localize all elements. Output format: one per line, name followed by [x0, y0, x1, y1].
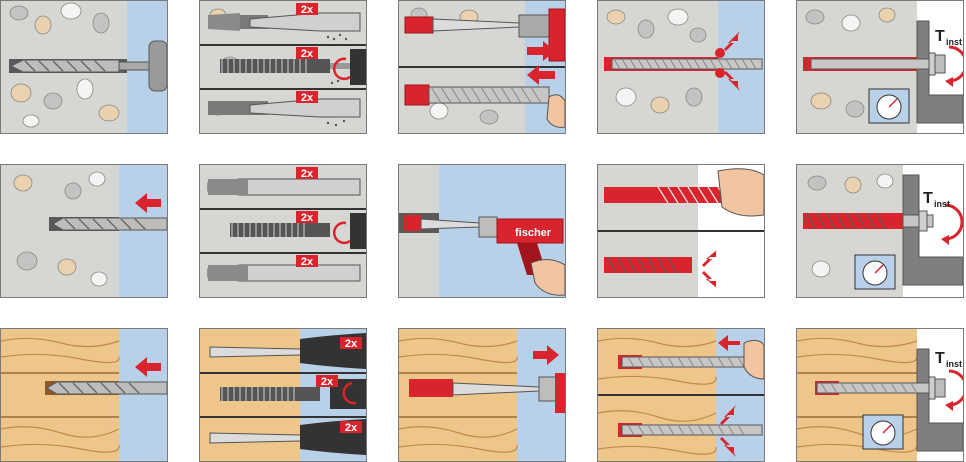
arrow-icon — [720, 437, 736, 457]
panel-masonry-clean: 2x 2x 2x — [199, 164, 367, 298]
blower-icon — [207, 264, 361, 282]
repeat-2x-label: 2x — [301, 48, 314, 60]
arrow-icon — [718, 335, 740, 351]
anchor-rod-icon — [618, 355, 753, 369]
stones — [807, 173, 894, 278]
brush-icon — [220, 379, 366, 409]
anchor-rod-icon — [618, 423, 763, 437]
panel-concrete-inject — [398, 0, 566, 134]
drill-icon — [52, 217, 167, 231]
tinst-subscript: inst — [934, 199, 950, 209]
drill-icon — [46, 381, 167, 395]
clean-hole-masonry-illustration: 2x 2x 2x — [200, 165, 366, 297]
panel-wood-inject — [398, 328, 566, 462]
stones — [805, 7, 896, 118]
gauge-icon — [862, 414, 904, 450]
insert-sleeve-masonry-illustration — [598, 165, 764, 297]
drill-icon — [9, 40, 167, 92]
brand-label: fischer — [515, 227, 552, 239]
clean-hole-wood-illustration: 2x 2x 2x — [200, 329, 366, 461]
drill-in-wood-illustration — [1, 329, 167, 461]
stones — [13, 171, 108, 287]
repeat-2x-label: 2x — [301, 256, 314, 268]
inject-mortar-wood-illustration — [399, 329, 565, 461]
hand-icon — [743, 339, 764, 380]
stones — [606, 8, 707, 114]
clean-hole-concrete-illustration: 2x 2x 2x — [200, 1, 366, 133]
panel-masonry-drill — [0, 164, 168, 298]
panel-wood-insert — [597, 328, 765, 462]
repeat-2x-label: 2x — [345, 338, 358, 350]
torque-wrench-icon — [948, 369, 963, 407]
blower-icon — [208, 98, 361, 118]
panel-masonry-sleeve — [597, 164, 765, 298]
repeat-2x-label: 2x — [321, 376, 334, 388]
panel-wood-torque: T inst — [796, 328, 964, 462]
arrow-icon — [702, 271, 718, 289]
stones — [9, 2, 120, 128]
arrow-icon — [527, 65, 555, 85]
anchor-rod-icon — [810, 58, 942, 70]
insert-rod-wood-illustration — [598, 329, 764, 461]
brush-icon — [230, 213, 366, 249]
tinst-label: T — [935, 28, 945, 45]
panel-wood-clean: 2x 2x 2x — [199, 328, 367, 462]
arrow-icon — [720, 405, 736, 425]
wood-grain — [1, 337, 120, 453]
drill-in-concrete-illustration — [1, 1, 167, 133]
panel-concrete-drill — [0, 0, 168, 134]
tinst-label: T — [935, 350, 945, 367]
panel-concrete-cure — [597, 0, 765, 134]
torque-anchor-concrete-illustration: T inst — [797, 1, 963, 133]
wood-grain — [598, 337, 764, 455]
cartridge-gun-icon: fischer — [478, 216, 564, 275]
arrow-icon — [135, 357, 161, 377]
inject-mortar-concrete-illustration — [399, 1, 565, 133]
arrow-icon — [527, 41, 555, 61]
torque-wrench-icon — [944, 203, 963, 241]
tinst-label: T — [923, 190, 933, 207]
repeat-2x-label: 2x — [301, 4, 314, 16]
dust-particles — [326, 33, 348, 127]
inject-mortar-masonry-illustration: fischer — [399, 165, 565, 297]
gauge-icon — [868, 88, 910, 124]
gauge-icon — [854, 254, 896, 290]
repeat-2x-label: 2x — [345, 422, 358, 434]
panel-concrete-torque: T inst — [796, 0, 964, 134]
tinst-subscript: inst — [946, 37, 962, 47]
set-anchor-concrete-illustration — [598, 1, 764, 133]
anchor-rod-icon — [404, 84, 550, 106]
repeat-2x-label: 2x — [301, 212, 314, 224]
anchor-rod-icon — [902, 214, 934, 228]
hand-icon — [546, 94, 565, 128]
torque-wrench-icon — [948, 45, 963, 83]
torque-anchor-wood-illustration: T inst — [797, 329, 963, 461]
torque-anchor-masonry-illustration: T inst — [797, 165, 963, 297]
arrow-icon — [533, 345, 559, 365]
repeat-2x-label: 2x — [301, 92, 314, 104]
panel-concrete-clean: 2x 2x 2x — [199, 0, 367, 134]
blower-icon — [208, 12, 361, 32]
repeat-2x-label: 2x — [301, 168, 314, 180]
arrow-icon — [135, 193, 161, 213]
panel-masonry-inject: fischer — [398, 164, 566, 298]
drill-in-masonry-illustration — [1, 165, 167, 297]
arrow-icon — [724, 71, 740, 91]
hand-icon — [530, 259, 565, 296]
hand-icon — [717, 168, 764, 217]
blower-icon — [207, 178, 361, 196]
brush-icon — [220, 49, 366, 85]
panel-masonry-torque: T inst — [796, 164, 964, 298]
arrow-icon — [724, 31, 740, 51]
anchor-rod-icon — [611, 58, 763, 70]
wood-grain — [399, 337, 518, 453]
anchor-rod-icon — [604, 256, 692, 274]
panel-wood-drill — [0, 328, 168, 462]
tinst-subscript: inst — [946, 359, 962, 369]
arrow-icon — [702, 249, 718, 267]
